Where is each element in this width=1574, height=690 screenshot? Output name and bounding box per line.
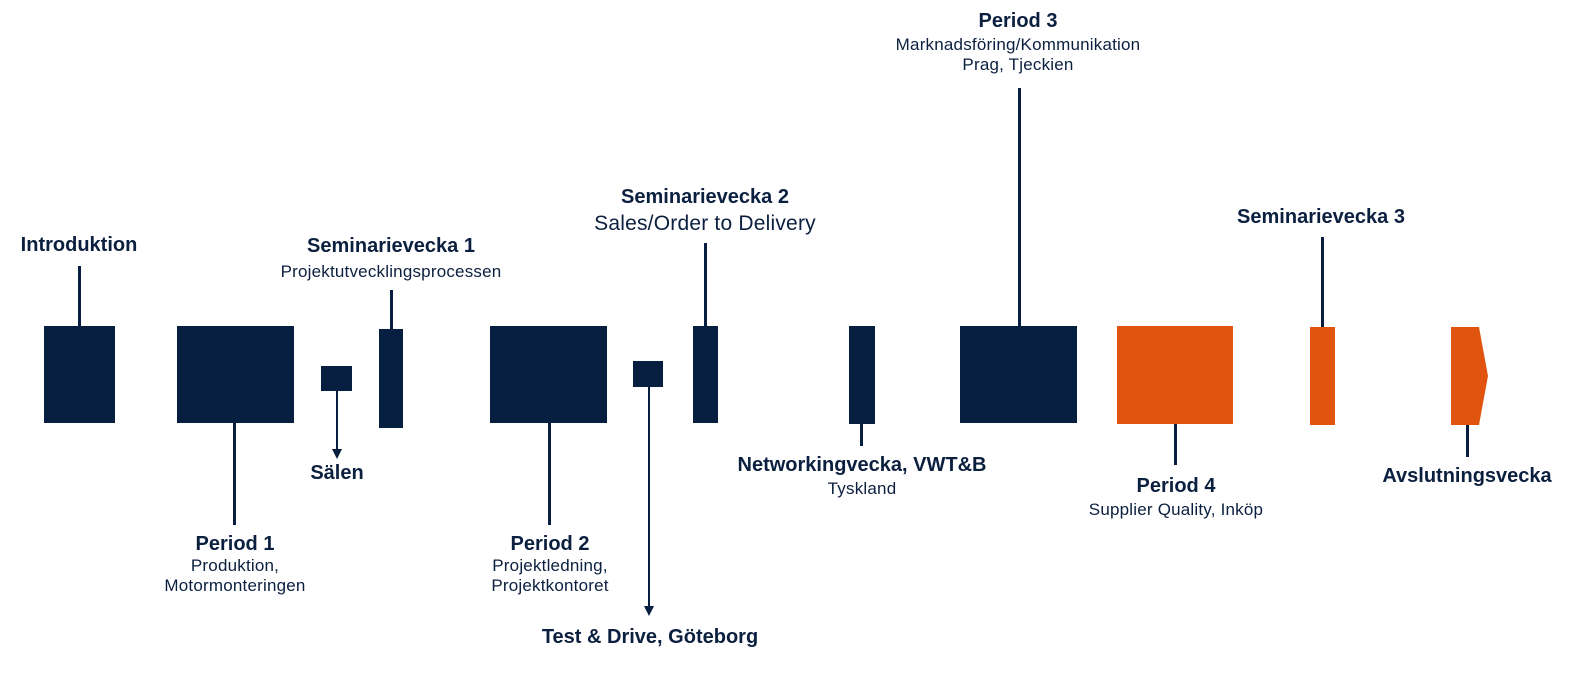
avslutning-arrow-block xyxy=(1451,327,1488,425)
seminarievecka3-title: Seminarievecka 3 xyxy=(1237,206,1405,228)
period4-block xyxy=(1117,326,1233,424)
period2-label: Period 2 Projektledning, Projektkontoret xyxy=(450,532,650,597)
introduktion-label: Introduktion xyxy=(0,233,158,257)
salen-arrowhead xyxy=(332,449,342,459)
period2-title: Period 2 xyxy=(510,533,590,555)
seminarievecka1-sub1: Projektutvecklingsprocessen xyxy=(280,262,502,281)
seminarievecka1-title: Seminarievecka 1 xyxy=(307,235,475,257)
period3-label: Period 3 Marknadsföring/Kommunikation Pr… xyxy=(858,9,1178,76)
seminarievecka3-label: Seminarievecka 3 xyxy=(1191,205,1451,229)
avslutning-connector xyxy=(1466,425,1469,457)
seminarievecka3-block xyxy=(1310,327,1335,425)
testdrive-title: Test & Drive, Göteborg xyxy=(541,626,759,648)
seminarievecka2-connector xyxy=(704,243,707,326)
introduktion-block xyxy=(44,326,115,423)
avslutning-title: Avslutningsvecka xyxy=(1382,465,1552,487)
period1-title: Period 1 xyxy=(195,533,275,555)
testdrive-label: Test & Drive, Göteborg xyxy=(500,625,800,649)
networking-connector xyxy=(860,424,863,446)
seminarievecka2-sub1: Sales/Order to Delivery xyxy=(594,212,816,235)
period1-connector xyxy=(233,423,236,525)
networking-label: Networkingvecka, VWT&B Tyskland xyxy=(702,453,1022,499)
salen-connector xyxy=(336,391,338,449)
networking-sub1: Tyskland xyxy=(827,479,897,498)
networking-title: Networkingvecka, VWT&B xyxy=(737,454,987,476)
seminarievecka2-label: Seminarievecka 2 Sales/Order to Delivery xyxy=(555,185,855,236)
salen-block xyxy=(321,366,352,391)
networking-block xyxy=(849,326,875,424)
seminarievecka3-connector xyxy=(1321,237,1324,327)
introduktion-title: Introduktion xyxy=(20,234,138,256)
period4-sub1: Supplier Quality, Inköp xyxy=(1088,500,1264,519)
period1-sub2: Motormonteringen xyxy=(164,576,306,596)
period4-label: Period 4 Supplier Quality, Inköp xyxy=(1056,474,1296,520)
period1-sub1: Produktion, xyxy=(190,556,280,575)
seminarievecka1-connector xyxy=(390,290,393,329)
introduktion-connector xyxy=(78,266,81,326)
period3-block xyxy=(960,326,1077,423)
testdrive-block xyxy=(633,361,663,387)
seminarievecka2-title: Seminarievecka 2 xyxy=(621,186,789,208)
salen-label: Sälen xyxy=(287,461,387,485)
period3-sub1: Marknadsföring/Kommunikation xyxy=(895,35,1141,54)
testdrive-connector xyxy=(648,387,650,606)
period1-block xyxy=(177,326,294,423)
period3-title: Period 3 xyxy=(978,10,1058,32)
period2-sub1: Projektledning, xyxy=(492,556,608,575)
seminarievecka1-block xyxy=(379,329,403,428)
period3-sub2: Prag, Tjeckien xyxy=(962,55,1074,75)
avslutning-label: Avslutningsvecka xyxy=(1364,464,1570,488)
period2-sub2: Projektkontoret xyxy=(491,576,609,596)
testdrive-arrowhead xyxy=(644,606,654,616)
period4-connector xyxy=(1174,424,1177,465)
period4-title: Period 4 xyxy=(1136,475,1216,497)
period2-block xyxy=(490,326,607,423)
seminarievecka2-block xyxy=(693,326,718,423)
seminarievecka1-label: Seminarievecka 1 Projektutvecklingsproce… xyxy=(241,234,541,282)
period3-connector xyxy=(1018,88,1021,326)
period1-label: Period 1 Produktion, Motormonteringen xyxy=(135,532,335,597)
salen-title: Sälen xyxy=(310,462,364,484)
period2-connector xyxy=(548,423,551,525)
